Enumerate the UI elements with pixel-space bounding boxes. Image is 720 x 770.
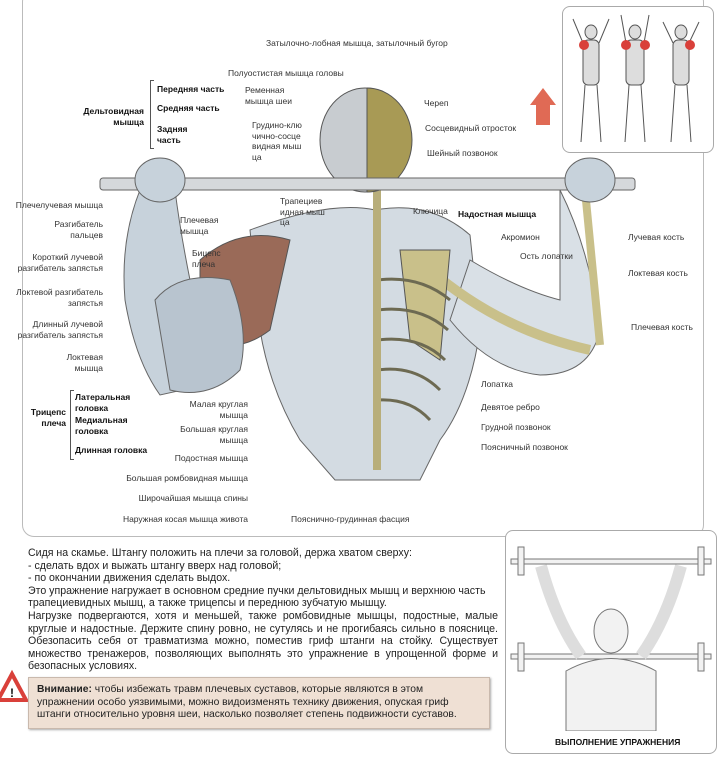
description-line: - сделать вдох и выжать штангу вверх над… — [28, 559, 282, 572]
label-infraspinatus: Подостная мышца — [174, 453, 248, 463]
label-brachioradialis: Плечелучевая мышца — [15, 200, 103, 210]
label-external-oblique: Наружная косая мышца живота — [122, 514, 248, 524]
label-anconeus: Локтевая мышца — [66, 352, 103, 373]
label-cervical-vertebra: Шейный позвонок — [427, 148, 498, 158]
label-lumbar-vertebra: Поясничный позвонок — [481, 442, 568, 452]
up-arrow-icon — [530, 88, 556, 125]
label-triceps-lateral: Латеральная головка — [75, 392, 131, 413]
label-splenius: Ременная мышца шеи — [245, 85, 293, 106]
warning-title: Внимание: — [37, 684, 92, 695]
label-ext-carpi-ulnaris: Локтевой разгибатель запястья — [16, 287, 103, 308]
label-acromion: Акромион — [501, 232, 540, 242]
deltoid-bracket — [150, 80, 154, 149]
label-mastoid: Сосцевидный отросток — [425, 123, 517, 133]
label-occipitofrontalis: Затылочно-лобная мышца, затылочный бугор — [266, 38, 448, 48]
ribs — [377, 277, 451, 422]
label-scapula: Лопатка — [481, 379, 513, 389]
label-supraspinatus: Надостная мышца — [458, 209, 537, 219]
left-fist — [134, 157, 186, 203]
label-thoracic-vertebra: Грудной позвонок — [481, 422, 551, 432]
right-fist — [564, 157, 616, 203]
label-triceps-long: Длинная головка — [75, 445, 148, 455]
label-finger-extensor: Разгибатель пальцев — [54, 219, 103, 240]
muscle-figures — [572, 14, 700, 143]
label-clavicle: Ключица — [413, 206, 448, 216]
label-ninth-rib: Девятое ребро — [481, 402, 540, 412]
label-latissimus: Широчайшая мышца спины — [138, 493, 248, 503]
label-sternocleidomastoid: Грудино-ключично-сосцевидная мышца — [252, 120, 302, 162]
label-brachialis: Плечевая мышца — [180, 215, 219, 236]
label-ext-carpi-rad-longus: Длинный лучевой разгибатель запястья — [17, 319, 103, 340]
warning-text: чтобы избежать травм плечевых суставов, … — [37, 684, 457, 720]
label-triceps-medial: Медиальная головка — [75, 415, 128, 436]
warning-box: Внимание: чтобы избежать травм плечевых … — [28, 677, 490, 729]
label-biceps: Бицепс плеча — [192, 248, 221, 269]
warning-triangle-icon: ! — [0, 669, 30, 702]
muscle-thumbnail — [562, 6, 714, 153]
label-scapular-spine: Ость лопатки — [520, 251, 573, 261]
description-line: Это упражнение нагружает в основном сред… — [28, 584, 486, 610]
label-teres-major: Большая круглая мышца — [180, 424, 248, 445]
anatomy-panel — [22, 0, 704, 537]
label-teres-minor: Малая круглая мышца — [189, 399, 248, 420]
label-humerus: Плечевая кость — [631, 322, 693, 332]
description-line: Сидя на скамье. Штангу положить на плечи… — [28, 547, 412, 559]
exercise-drawing — [510, 546, 712, 732]
exercise-description: Сидя на скамье. Штангу положить на плечи… — [28, 547, 498, 673]
label-deltoid-front: Передняя часть — [157, 84, 225, 94]
description-line: Нагрузке подвергаются, хотя и меньшей, т… — [28, 609, 498, 673]
label-semispinalis: Полуостистая мышца головы — [228, 68, 344, 78]
label-rhomboid-major: Большая ромбовидная мышца — [126, 473, 248, 483]
label-skull: Череп — [424, 98, 449, 108]
label-deltoid-rear: Задняя часть — [157, 124, 188, 145]
triceps-bracket — [70, 390, 74, 460]
description-line: - по окончании движения сделать выдох. — [28, 572, 231, 585]
svg-text:!: ! — [10, 686, 14, 700]
label-ulna: Локтевая кость — [628, 268, 688, 278]
exercise-caption: ВЫПОЛНЕНИЕ УПРАЖНЕНИЯ — [555, 737, 681, 747]
label-deltoid: Дельтовидная мышца — [83, 106, 144, 127]
barbell — [99, 177, 636, 191]
right-radius — [581, 189, 604, 346]
label-radius: Лучевая кость — [628, 232, 685, 242]
left-upper-arm — [154, 277, 244, 393]
skull-half — [366, 87, 413, 193]
label-ext-carpi-rad-brevis: Короткий лучевой разгибатель запястья — [17, 252, 103, 273]
exercise-thumbnail — [505, 530, 717, 754]
label-deltoid-middle: Средняя часть — [157, 103, 220, 113]
label-triceps: Трицепс плеча — [30, 407, 66, 428]
label-thoracolumbar-fascia: Пояснично-грудинная фасция — [291, 514, 410, 524]
label-trapezius: Трапециевидная мышца — [280, 196, 325, 227]
